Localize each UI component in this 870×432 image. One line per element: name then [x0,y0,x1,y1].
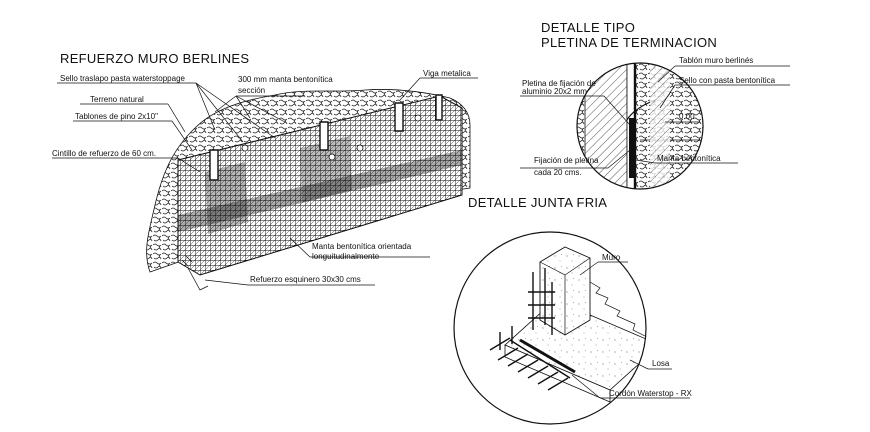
pletina-detail-title-1: DETALLE TIPO [541,20,635,35]
junta-detail-title: DETALLE JUNTA FRIA [468,195,607,210]
label-viga-metalica: Viga metalica [423,69,471,78]
label-sello-pasta: Sello con pasta bentonítica [679,76,776,85]
label-cintillo: Cintillo de refuerzo de 60 cm. [52,149,156,158]
wall-3d-drawing [146,89,471,291]
label-pletina-aluminio: aluminio 20x2 mm [522,87,587,96]
label-fijacion-pletina: Fijación de pletina [534,156,599,165]
wall-leaders [52,77,478,286]
label-fijacion-cada: cada 20 cms. [534,168,582,177]
label-manta-300: 300 mm manta bentonítica [238,75,333,84]
label-manta-bentonitica: Manta bentonítica [657,154,721,163]
label-tablones-pino: Tablones de pino 2x10" [75,112,158,121]
label-manta-300-seccion: sección [238,86,265,95]
pletina-detail-title-2: PLETINA DE TERMINACION [541,35,717,50]
steel-beams [209,94,443,181]
label-sello-traslapo: Sello traslapo pasta waterstoppage [60,74,186,83]
label-muro: Muro [602,253,621,262]
label-losa: Losa [652,359,670,368]
label-manta-longitudinal: Manta bentonítica orientada [312,242,412,251]
junta-leaders [571,261,690,399]
junta-detail-circle [453,231,647,425]
label-terreno-natural: Terreno natural [90,95,144,104]
label-pletina-fijacion: Pletina de fijación de [522,79,596,88]
label-refuerzo-esquinero: Refuerzo esquinero 30x30 cms [250,275,361,284]
label-tablon-muro: Tablón muro berlinés [679,56,753,65]
pletina-leaders [520,65,790,169]
label-dimension: 0.00 [679,112,695,121]
wall-detail-title: REFUERZO MURO BERLINES [60,51,249,66]
label-manta-longitudinal-2: longuitudinalmente [312,252,380,261]
label-cordon-waterstop: Cordón Waterstop - RX [609,389,693,398]
